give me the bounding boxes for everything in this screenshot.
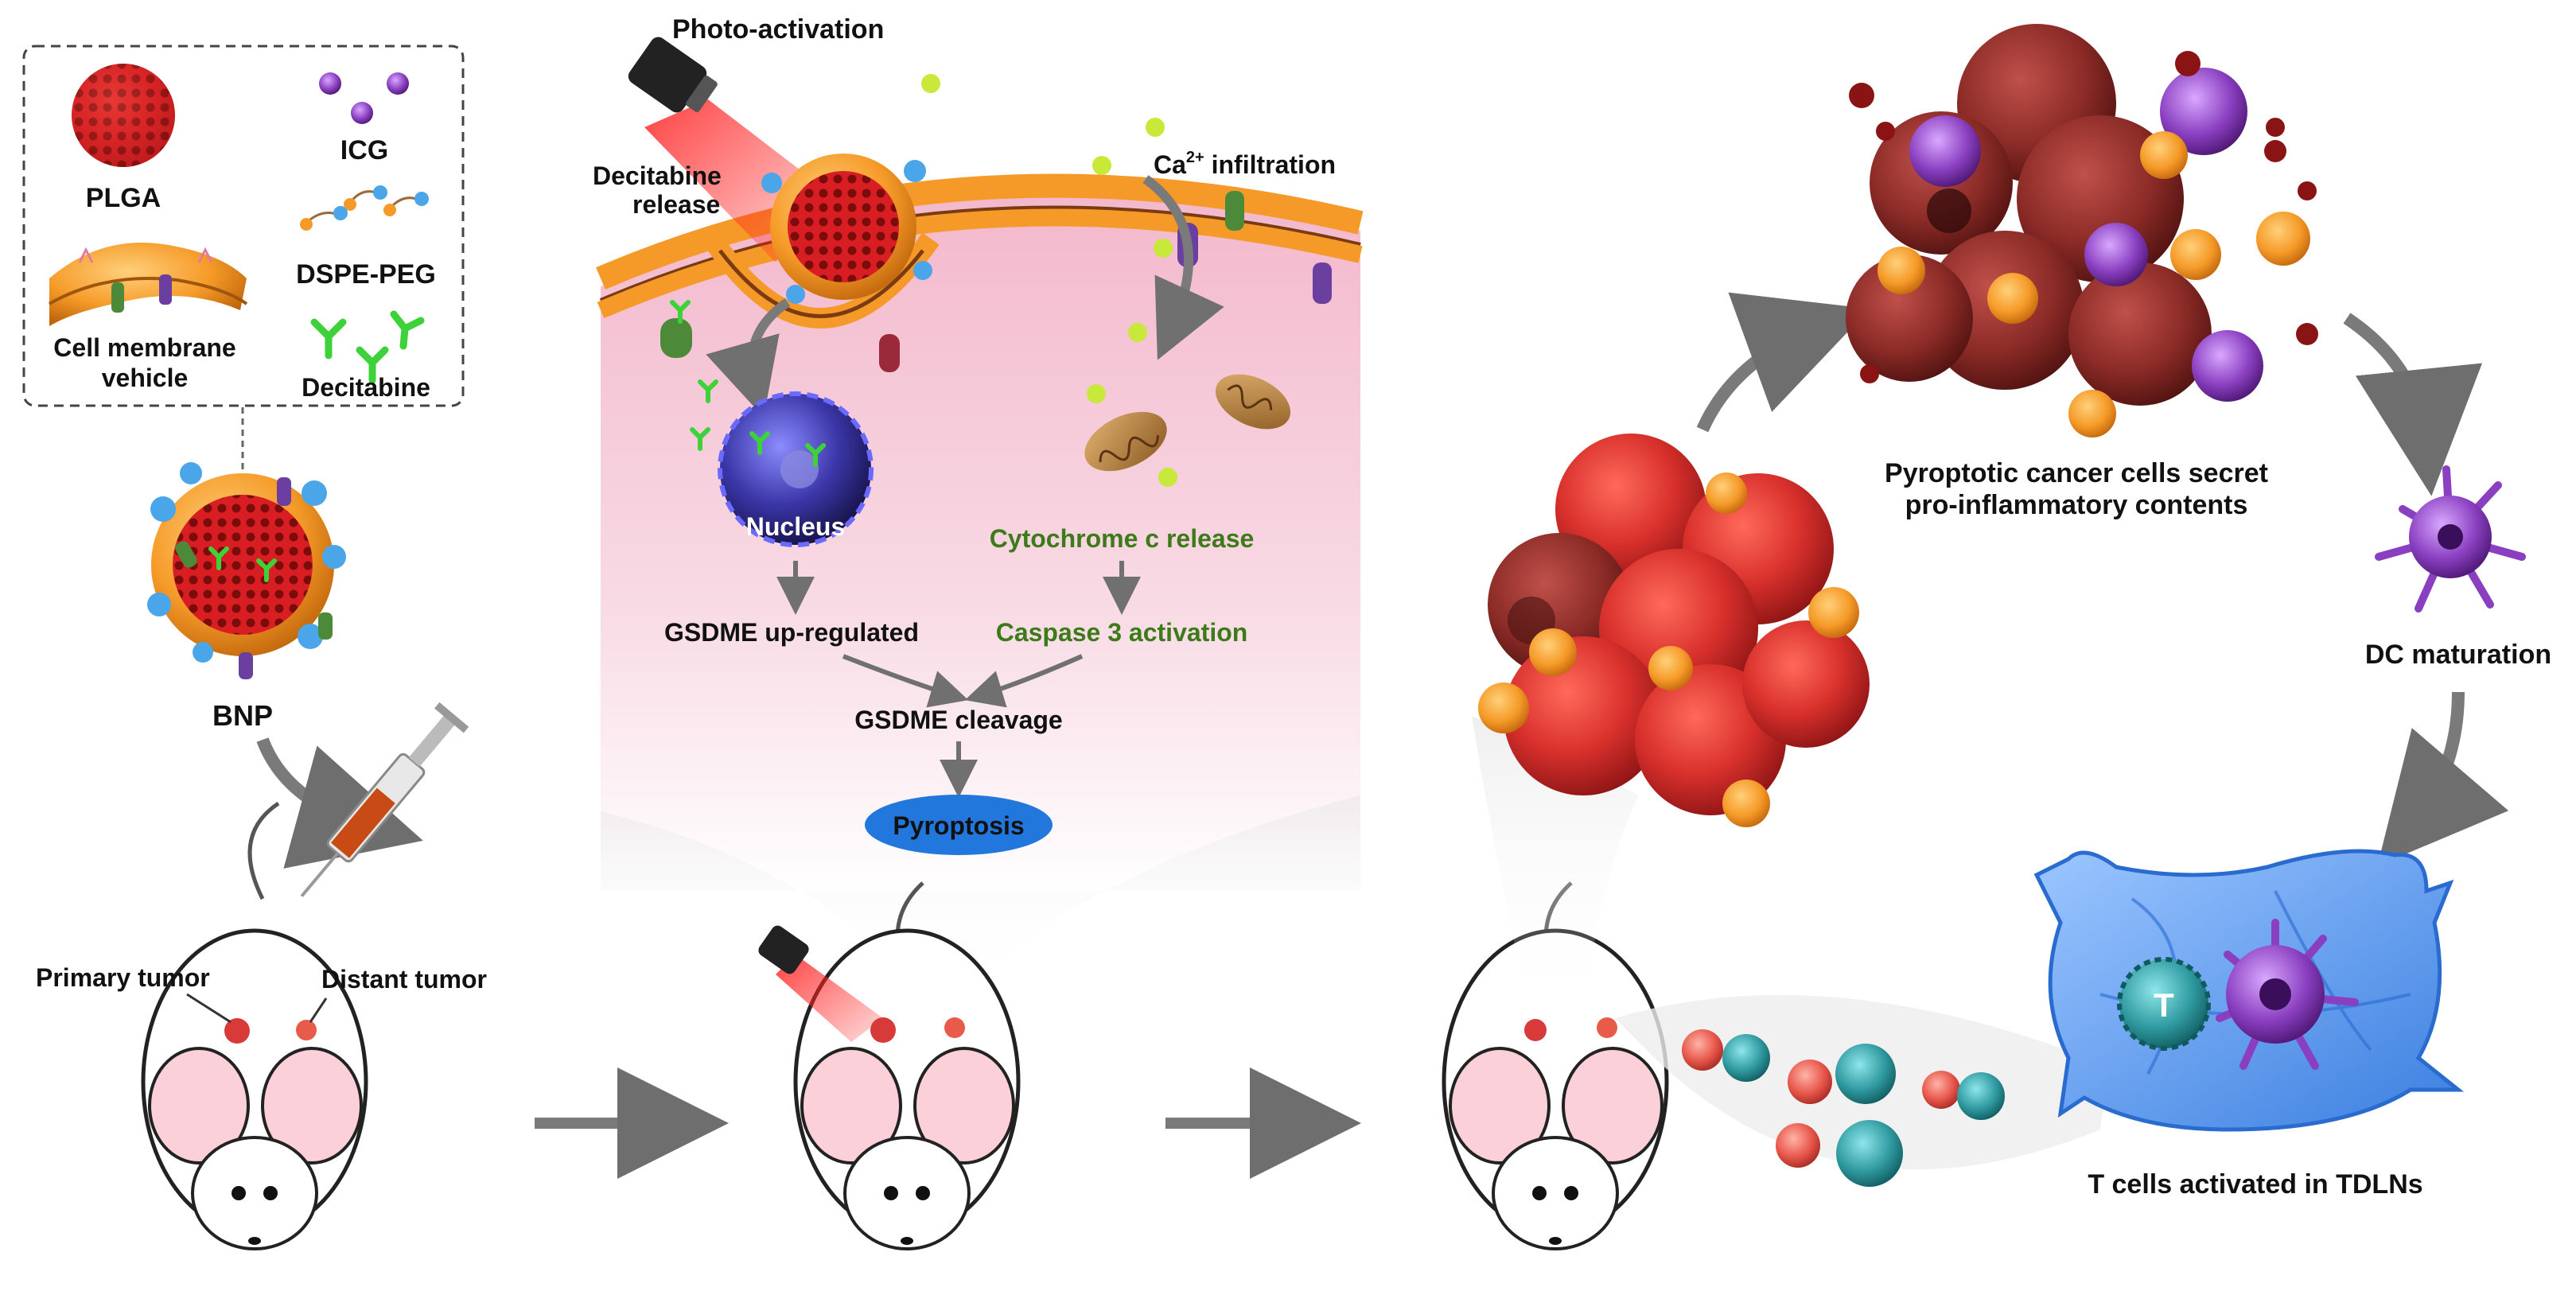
decitabine-release-label-2: release	[632, 190, 720, 219]
legend-decitabine-label: Decitabine	[302, 373, 430, 402]
photo-activation-label: Photo-activation	[672, 14, 884, 45]
tumor-cluster	[1478, 434, 1870, 827]
calcium-ion-dots	[921, 74, 1177, 487]
mouse-irradiated	[758, 881, 1021, 1250]
gsdme-up-label: GSDME up-regulated	[664, 618, 919, 647]
ca-infiltration-label: Ca2+ infiltration	[1154, 149, 1336, 179]
primary-tumor-pointer	[186, 993, 232, 1024]
pyroptosis-label: Pyroptosis	[893, 811, 1024, 840]
bnp-at-membrane	[761, 154, 932, 304]
cytochrome-label: Cytochrome c release	[990, 524, 1255, 553]
bnp-particle	[147, 462, 346, 679]
mouse-immune	[1442, 881, 1669, 1250]
nucleus-icon	[718, 391, 874, 547]
migrating-cells	[1682, 1029, 2005, 1187]
distant-tumor-pointer	[309, 997, 328, 1023]
legend-membrane-label-1: Cell membrane	[53, 333, 235, 362]
primary-tumor-marker	[224, 1018, 250, 1044]
gsdme-cleavage-label: GSDME cleavage	[854, 706, 1062, 734]
legend-dspe-peg-label: DSPE-PEG	[296, 259, 436, 290]
syringe-icon	[300, 702, 469, 897]
decitabine-molecules	[670, 300, 718, 451]
arrow-decitabine-release	[706, 298, 791, 418]
pyroptosis-oval	[865, 795, 1053, 855]
mitochondria-icon	[1084, 374, 1291, 472]
legend-box: PLGA ICG DSPE-PEG	[22, 45, 465, 407]
dspe-peg-icon	[300, 185, 429, 231]
bnp-label: BNP	[212, 699, 273, 732]
arrow-dc-to-tdln	[2377, 691, 2509, 866]
membrane-vehicle-icon	[49, 243, 248, 326]
decitabine-icon	[310, 310, 425, 384]
pyroptotic-secret-label-1: Pyroptotic cancer cells secret	[1885, 458, 2268, 488]
pyroptotic-cluster	[1846, 24, 2318, 437]
decitabine-release-label-1: Decitabine	[593, 161, 722, 190]
t-cell-icon	[2117, 957, 2211, 1051]
pyroptotic-secret-label-2: pro-inflammatory contents	[1905, 490, 2248, 520]
arrow-ca-infiltration	[1142, 175, 1224, 360]
primary-tumor-label: Primary tumor	[36, 963, 210, 992]
arrow-tumor-to-pyroptotic	[1696, 292, 1870, 433]
legend-icg-label: ICG	[340, 135, 388, 165]
dc-in-tdln-icon	[2216, 919, 2359, 1070]
dendritic-cell-icon	[2375, 465, 2526, 612]
distant-tumor-marker	[296, 1020, 317, 1040]
cell-panel	[596, 173, 1364, 986]
dc-maturation-label: DC maturation	[2365, 640, 2551, 670]
t-cells-activated-label: T cells activated in TDLNs	[2088, 1169, 2422, 1200]
icg-icon	[319, 72, 409, 124]
arrow-to-dc	[2343, 313, 2483, 496]
caspase-label: Caspase 3 activation	[996, 618, 1248, 647]
distant-tumor-label: Distant tumor	[321, 965, 487, 994]
arrow-gsdme-to-cleavage	[842, 654, 969, 708]
nucleus-label: Nucleus	[746, 512, 845, 541]
legend-membrane-label-2: vehicle	[102, 364, 189, 392]
t-cell-letter: T	[2154, 986, 2174, 1024]
legend-plga-label: PLGA	[86, 183, 161, 213]
arrow-caspase-to-cleavage	[964, 654, 1084, 708]
plga-icon	[72, 64, 175, 167]
mouse-primary	[141, 801, 368, 1250]
